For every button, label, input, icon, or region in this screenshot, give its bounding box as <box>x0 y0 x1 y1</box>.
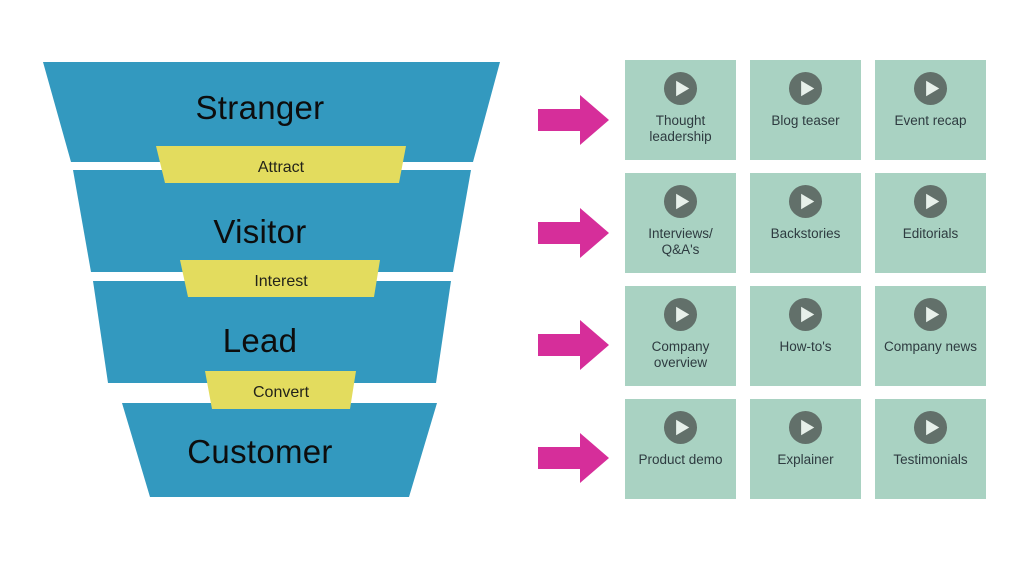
content-card-company-overview[interactable]: Company overview <box>625 286 736 386</box>
funnel-transition-attract[interactable] <box>156 146 406 183</box>
play-icon <box>788 410 823 445</box>
play-icon <box>663 297 698 332</box>
content-card-event-recap[interactable]: Event recap <box>875 60 986 160</box>
content-card-label: Explainer <box>777 452 834 467</box>
funnel-diagram: Stranger Visitor Lead Customer Attract I… <box>43 62 500 497</box>
content-card-label: Product demo <box>638 452 723 467</box>
play-icon <box>663 71 698 106</box>
content-row-visitor: Interviews/ Q&A's Backstories Editorials <box>625 173 987 273</box>
funnel-band-customer[interactable] <box>122 403 437 497</box>
funnel-transition-interest[interactable] <box>180 260 380 297</box>
content-row-lead: Company overview How-to's Company news <box>625 286 987 386</box>
funnel-band-stranger[interactable] <box>43 62 500 162</box>
funnel-band-visitor[interactable] <box>73 170 471 272</box>
play-icon <box>913 410 948 445</box>
content-card-label: Blog teaser <box>771 113 840 128</box>
content-card-product-demo[interactable]: Product demo <box>625 399 736 499</box>
play-icon <box>663 410 698 445</box>
content-card-editorials[interactable]: Editorials <box>875 173 986 273</box>
content-card-label: Event recap <box>894 113 967 128</box>
funnel-transition-convert[interactable] <box>205 371 356 409</box>
funnel-shapes <box>43 62 500 497</box>
content-card-label: Testimonials <box>893 452 968 467</box>
play-icon <box>913 71 948 106</box>
content-card-how-tos[interactable]: How-to's <box>750 286 861 386</box>
funnel-band-lead[interactable] <box>93 281 451 383</box>
arrow-to-row-3 <box>538 320 609 370</box>
content-card-label: Interviews/ Q&A's <box>648 226 713 257</box>
play-icon <box>788 297 823 332</box>
play-icon <box>788 71 823 106</box>
arrow-to-row-4 <box>538 433 609 483</box>
content-card-company-news[interactable]: Company news <box>875 286 986 386</box>
content-card-backstories[interactable]: Backstories <box>750 173 861 273</box>
content-card-interviews-qa[interactable]: Interviews/ Q&A's <box>625 173 736 273</box>
content-card-label: Company news <box>883 339 978 354</box>
play-icon <box>913 297 948 332</box>
content-card-explainer[interactable]: Explainer <box>750 399 861 499</box>
play-icon <box>788 184 823 219</box>
content-card-blog-teaser[interactable]: Blog teaser <box>750 60 861 160</box>
play-icon <box>913 184 948 219</box>
play-icon <box>663 184 698 219</box>
arrow-to-row-1 <box>538 95 609 145</box>
content-type-grid: Thought leadership Blog teaser Event rec… <box>625 60 987 508</box>
content-row-stranger: Thought leadership Blog teaser Event rec… <box>625 60 987 160</box>
content-card-thought-leadership[interactable]: Thought leadership <box>625 60 736 160</box>
content-card-testimonials[interactable]: Testimonials <box>875 399 986 499</box>
content-card-label: Backstories <box>770 226 841 241</box>
content-card-label: Editorials <box>902 226 959 241</box>
content-row-customer: Product demo Explainer Testimonials <box>625 399 987 499</box>
content-card-label: How-to's <box>779 339 832 354</box>
arrow-to-row-2 <box>538 208 609 258</box>
content-card-label: Company overview <box>651 339 710 370</box>
content-card-label: Thought leadership <box>649 113 712 144</box>
